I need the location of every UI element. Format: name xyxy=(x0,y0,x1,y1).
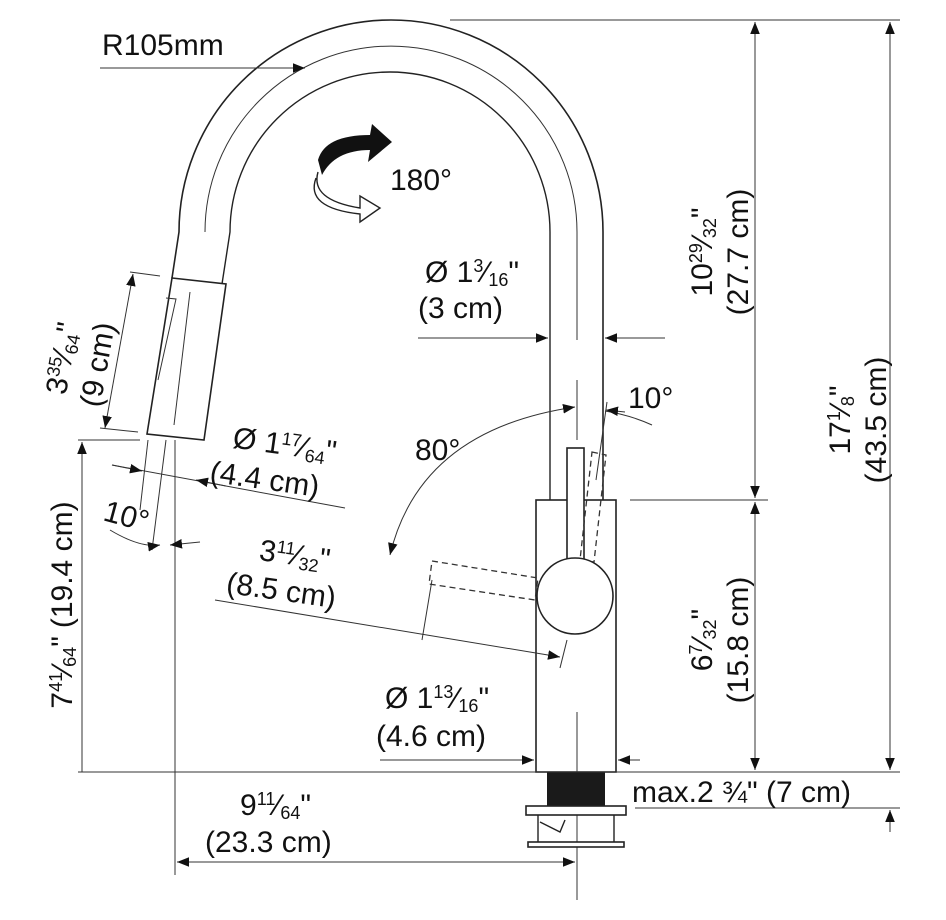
total-height-label: 171⁄8" xyxy=(824,385,858,454)
threaded-shank xyxy=(547,772,605,806)
body-diameter-metric: (4.6 cm) xyxy=(376,720,486,753)
spout-centerline xyxy=(204,45,578,340)
rotation-label: 180° xyxy=(390,164,452,197)
spray-axis xyxy=(173,291,191,426)
arc-height-label: 1029⁄32" xyxy=(686,207,720,296)
radius-label: R105mm xyxy=(102,29,224,62)
arc-height-metric: (27.7 cm) xyxy=(722,189,755,316)
faucet-drawing xyxy=(146,19,627,900)
deck-thickness-label: max.2 ¾" (7 cm) xyxy=(632,776,851,809)
mounting-nut xyxy=(537,815,615,842)
lever-reach-label: 311⁄32" xyxy=(257,534,332,578)
body-diameter-label: Ø 113⁄16" xyxy=(385,682,489,716)
spray-diameter-label: Ø 117⁄64" xyxy=(231,422,339,470)
lever-back-angle-label: 10° xyxy=(628,382,673,415)
mounting-washer xyxy=(525,805,627,816)
body-height-metric: (15.8 cm) xyxy=(722,577,755,704)
mounting-plate xyxy=(527,841,625,848)
spout-inner xyxy=(221,71,551,500)
lever-tilted-ghost xyxy=(579,451,607,563)
spout-diameter-metric: (3 cm) xyxy=(418,292,503,325)
spout-reach-metric: (23.3 cm) xyxy=(205,826,332,859)
total-height-metric: (43.5 cm) xyxy=(860,357,893,484)
spout-height-label: 741⁄64"(19.4 cm) xyxy=(46,501,80,708)
lever-front-angle-label: 80° xyxy=(415,434,460,467)
rotation-180-icon xyxy=(313,124,392,224)
spout-diameter-label: Ø 13⁄16" xyxy=(425,256,519,290)
spray-head xyxy=(146,277,227,441)
spray-angle-label: 10° xyxy=(100,495,152,539)
dimension-lines xyxy=(77,19,900,875)
spout-reach-label: 911⁄64" xyxy=(240,789,311,823)
spout-outer xyxy=(171,19,604,500)
lever-knob xyxy=(536,557,614,635)
body-height-label: 67⁄32" xyxy=(686,609,720,671)
spray-head-detail xyxy=(157,297,177,381)
lever-forward-ghost xyxy=(428,560,539,601)
